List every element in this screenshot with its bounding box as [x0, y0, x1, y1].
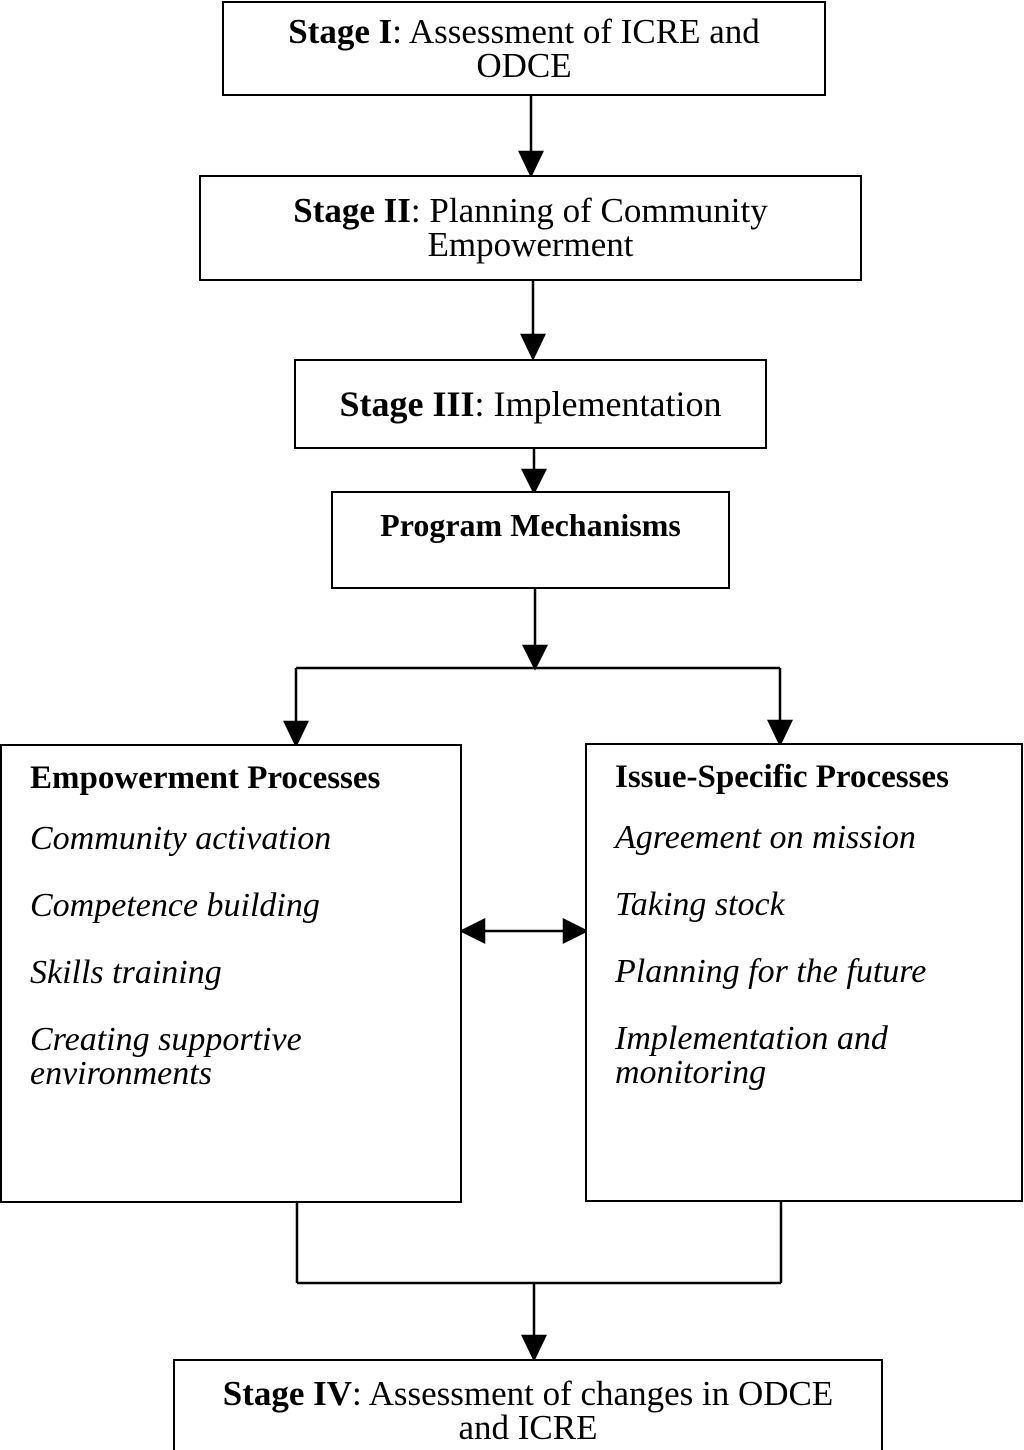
stage2-separator: :	[410, 191, 430, 230]
stage1-desc-line2: ODCE	[476, 45, 572, 85]
arrowhead-empowerment	[283, 720, 309, 748]
program-mechanisms-title: Program Mechanisms	[380, 507, 681, 543]
issue-item-agreement-on-mission: Agreement on mission	[615, 819, 916, 856]
issue-item-implementation-monitoring-line1: Implementation and	[615, 1020, 888, 1057]
arrowhead-bidir-left	[459, 917, 486, 945]
stage2-title: Stage II	[293, 191, 411, 230]
issue-item-implementation-monitoring-line2: monitoring	[615, 1054, 767, 1091]
empowerment-item-creating-supportive-line1: Creating supportive	[30, 1021, 302, 1058]
stage2-text: Stage II: Planning of Community Empowerm…	[293, 191, 768, 264]
stage4-title: Stage IV	[222, 1374, 353, 1413]
stage1-box: Stage I: Assessment of ICRE and ODCE	[222, 1, 826, 96]
stage1-separator: :	[392, 11, 409, 51]
stage4-desc-line1: Assessment of changes in ODCE	[368, 1374, 834, 1413]
stage4-text: Stage IV: Assessment of changes in ODCE …	[175, 1361, 881, 1445]
stage3-desc: Implementation	[493, 384, 722, 424]
issue-specific-processes-box: Issue-Specific Processes Agreement on mi…	[585, 743, 1023, 1202]
arrowhead-split	[521, 644, 549, 671]
stage1-title: Stage I	[288, 11, 393, 51]
arrowhead-bidir-right	[562, 917, 589, 945]
arrowhead-issue	[767, 719, 793, 747]
stage2-desc-line1: Planning of Community	[429, 191, 768, 230]
stage4-desc-line2: and ICRE	[458, 1408, 598, 1447]
issue-item-implementation-monitoring: Implementation and monitoring	[615, 1022, 1021, 1090]
issue-item-planning-for-future: Planning for the future	[615, 953, 927, 990]
empowerment-item-community-activation: Community activation	[30, 820, 332, 857]
issue-item-taking-stock: Taking stock	[615, 886, 785, 923]
empowerment-item-creating-supportive: Creating supportive environments	[30, 1023, 460, 1091]
empowerment-item-creating-supportive-line2: environments	[30, 1055, 212, 1092]
stage1-desc-line1: Assessment of ICRE and	[408, 11, 760, 51]
stage3-separator: :	[474, 384, 494, 424]
stage4-box: Stage IV: Assessment of changes in ODCE …	[173, 1359, 883, 1450]
stage1-text: Stage I: Assessment of ICRE and ODCE	[288, 11, 760, 85]
stage3-box: Stage III: Implementation	[294, 359, 767, 449]
stage2-box: Stage II: Planning of Community Empowerm…	[199, 175, 862, 281]
empowerment-item-competence-building: Competence building	[30, 887, 320, 924]
empowerment-processes-title: Empowerment Processes	[30, 760, 381, 796]
program-mechanisms-box: Program Mechanisms	[331, 491, 730, 589]
arrowhead-program	[520, 468, 548, 495]
arrowhead-stage3	[520, 333, 546, 361]
issue-specific-processes-title: Issue-Specific Processes	[615, 759, 949, 795]
empowerment-processes-box: Empowerment Processes Community activati…	[0, 744, 462, 1203]
arrowhead-stage2	[518, 150, 544, 178]
arrowhead-stage4	[521, 1334, 547, 1362]
stage4-separator: :	[352, 1374, 369, 1413]
stage3-title: Stage III	[339, 384, 475, 424]
stage3-text: Stage III: Implementation	[339, 384, 722, 424]
stage2-desc-line2: Empowerment	[427, 225, 634, 264]
empowerment-item-skills-training: Skills training	[30, 954, 222, 991]
